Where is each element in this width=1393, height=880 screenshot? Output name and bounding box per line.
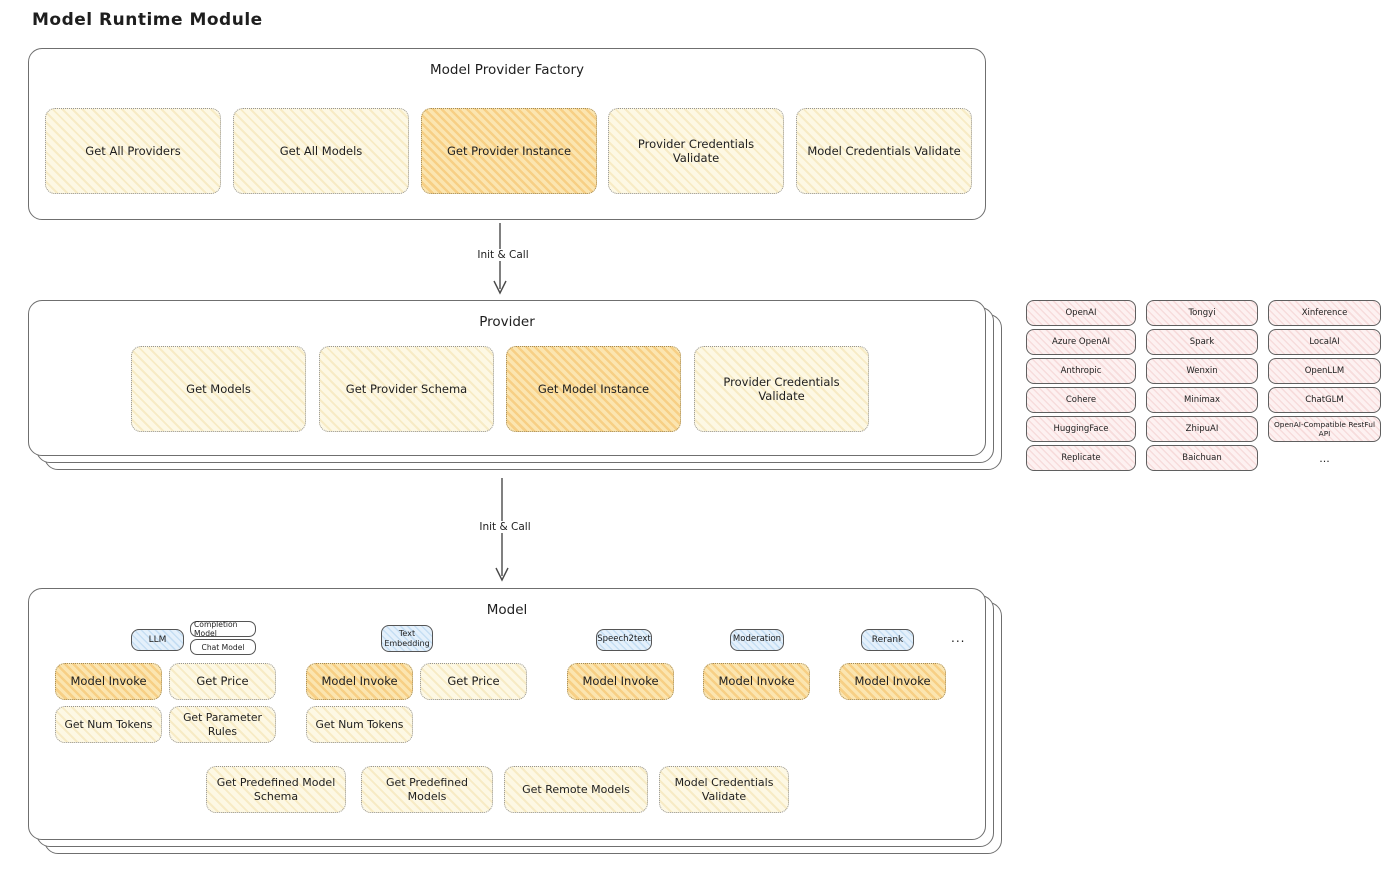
model-box: Model LLM Completion Model Chat Model Te…	[28, 588, 986, 840]
provider-chip: OpenAI	[1026, 300, 1136, 326]
node-rerank-model-invoke: Model Invoke	[839, 663, 946, 700]
node-model-credentials-validate-2: Model Credentials Validate	[659, 766, 789, 813]
supported-providers-list: OpenAI Tongyi Xinference Azure OpenAI Sp…	[1026, 300, 1381, 471]
node-get-provider-instance: Get Provider Instance	[421, 108, 597, 194]
node-llm-get-parameter-rules: Get Parameter Rules	[169, 706, 276, 743]
provider-chip: ZhipuAI	[1146, 416, 1258, 442]
tab-completion-model: Completion Model	[190, 620, 256, 638]
tab-chat-model: Chat Model	[190, 639, 256, 655]
tab-rerank: Rerank	[861, 629, 914, 651]
node-get-all-models: Get All Models	[233, 108, 409, 194]
node-llm-get-num-tokens: Get Num Tokens	[55, 706, 162, 743]
provider-chip: Wenxin	[1146, 358, 1258, 384]
provider-title: Provider	[479, 314, 535, 330]
arrow-label-init-call-1: Init & Call	[450, 249, 556, 261]
node-speech2text-model-invoke: Model Invoke	[567, 663, 674, 700]
node-get-models: Get Models	[131, 346, 306, 432]
node-llm-model-invoke: Model Invoke	[55, 663, 162, 700]
tab-llm: LLM	[131, 629, 184, 651]
node-model-credentials-validate: Model Credentials Validate	[796, 108, 972, 194]
node-get-remote-models: Get Remote Models	[504, 766, 648, 813]
node-llm-get-price: Get Price	[169, 663, 276, 700]
provider-chip: Baichuan	[1146, 445, 1258, 471]
provider-chip: Replicate	[1026, 445, 1136, 471]
node-get-predefined-models: Get Predefined Models	[361, 766, 493, 813]
node-moderation-model-invoke: Model Invoke	[703, 663, 810, 700]
provider-chip: LocalAI	[1268, 329, 1381, 355]
factory-title: Model Provider Factory	[429, 62, 584, 78]
tab-text-embedding: Text Embedding	[381, 625, 433, 652]
provider-box: Provider Get Models Get Provider Schema …	[28, 300, 986, 456]
tab-moderation: Moderation	[730, 629, 784, 651]
node-get-model-instance: Get Model Instance	[506, 346, 681, 432]
node-embedding-model-invoke: Model Invoke	[306, 663, 413, 700]
arrow-label-init-call-2: Init & Call	[452, 521, 558, 533]
provider-chip-more: ...	[1319, 451, 1330, 465]
provider-chip: OpenAI-Compatible RestFul API	[1268, 416, 1381, 442]
provider-chip: Minimax	[1146, 387, 1258, 413]
page-title: Model Runtime Module	[32, 10, 263, 30]
node-get-all-providers: Get All Providers	[45, 108, 221, 194]
factory-box: Model Provider Factory Get All Providers…	[28, 48, 986, 220]
provider-chip: HuggingFace	[1026, 416, 1136, 442]
provider-chip: Spark	[1146, 329, 1258, 355]
tabs-more: ...	[951, 631, 966, 645]
tab-speech2text: Speech2text	[596, 629, 652, 651]
node-get-predefined-model-schema: Get Predefined Model Schema	[206, 766, 346, 813]
provider-chip: ChatGLM	[1268, 387, 1381, 413]
provider-chip: Xinference	[1268, 300, 1381, 326]
provider-chip: OpenLLM	[1268, 358, 1381, 384]
node-get-provider-schema: Get Provider Schema	[319, 346, 494, 432]
node-embedding-get-price: Get Price	[420, 663, 527, 700]
node-embedding-get-num-tokens: Get Num Tokens	[306, 706, 413, 743]
provider-chip: Anthropic	[1026, 358, 1136, 384]
model-title: Model	[486, 602, 528, 618]
provider-chip: Cohere	[1026, 387, 1136, 413]
node-provider-credentials-validate: Provider Credentials Validate	[608, 108, 784, 194]
provider-chip: Azure OpenAI	[1026, 329, 1136, 355]
provider-chip: Tongyi	[1146, 300, 1258, 326]
node-provider-credentials-validate-2: Provider Credentials Validate	[694, 346, 869, 432]
